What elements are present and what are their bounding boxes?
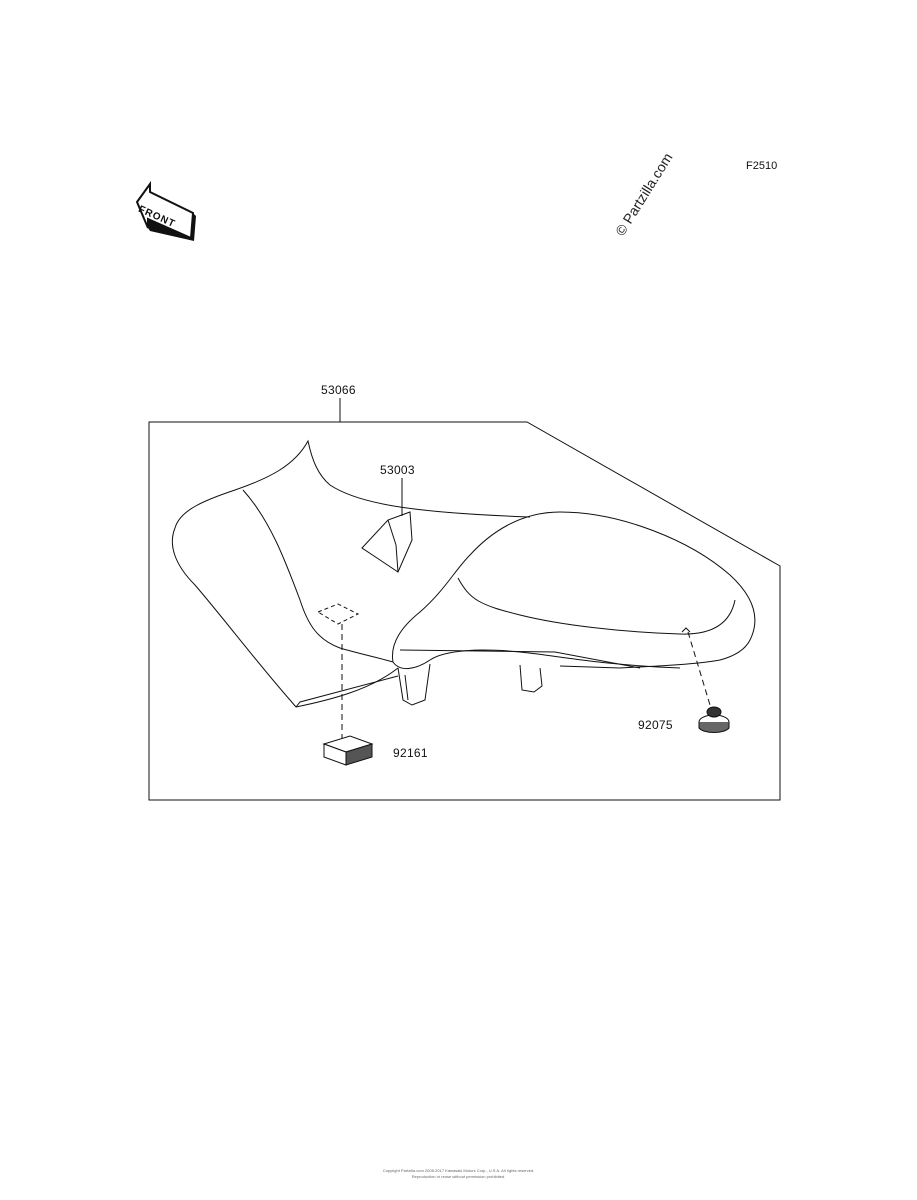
- diagram-code: F2510: [746, 160, 778, 172]
- assembly-frame: [148, 421, 781, 801]
- seat-illustration: [171, 439, 756, 740]
- grommet: [698, 706, 730, 733]
- copyright-line-2: Reproduction or reuse without permission…: [411, 1174, 506, 1179]
- part-label-92161[interactable]: 92161: [393, 746, 428, 760]
- copyright-footer: Copyright Partzilla.com 2008-2017 Kawasa…: [0, 1168, 917, 1180]
- damper-block: [322, 735, 374, 766]
- front-arrow-icon: [135, 180, 196, 241]
- part-label-53003[interactable]: 53003: [380, 463, 415, 477]
- part-label-92075[interactable]: 92075: [638, 718, 673, 732]
- copyright-line-1: Copyright Partzilla.com 2008-2017 Kawasa…: [382, 1168, 535, 1173]
- part-label-53066[interactable]: 53066: [321, 383, 356, 397]
